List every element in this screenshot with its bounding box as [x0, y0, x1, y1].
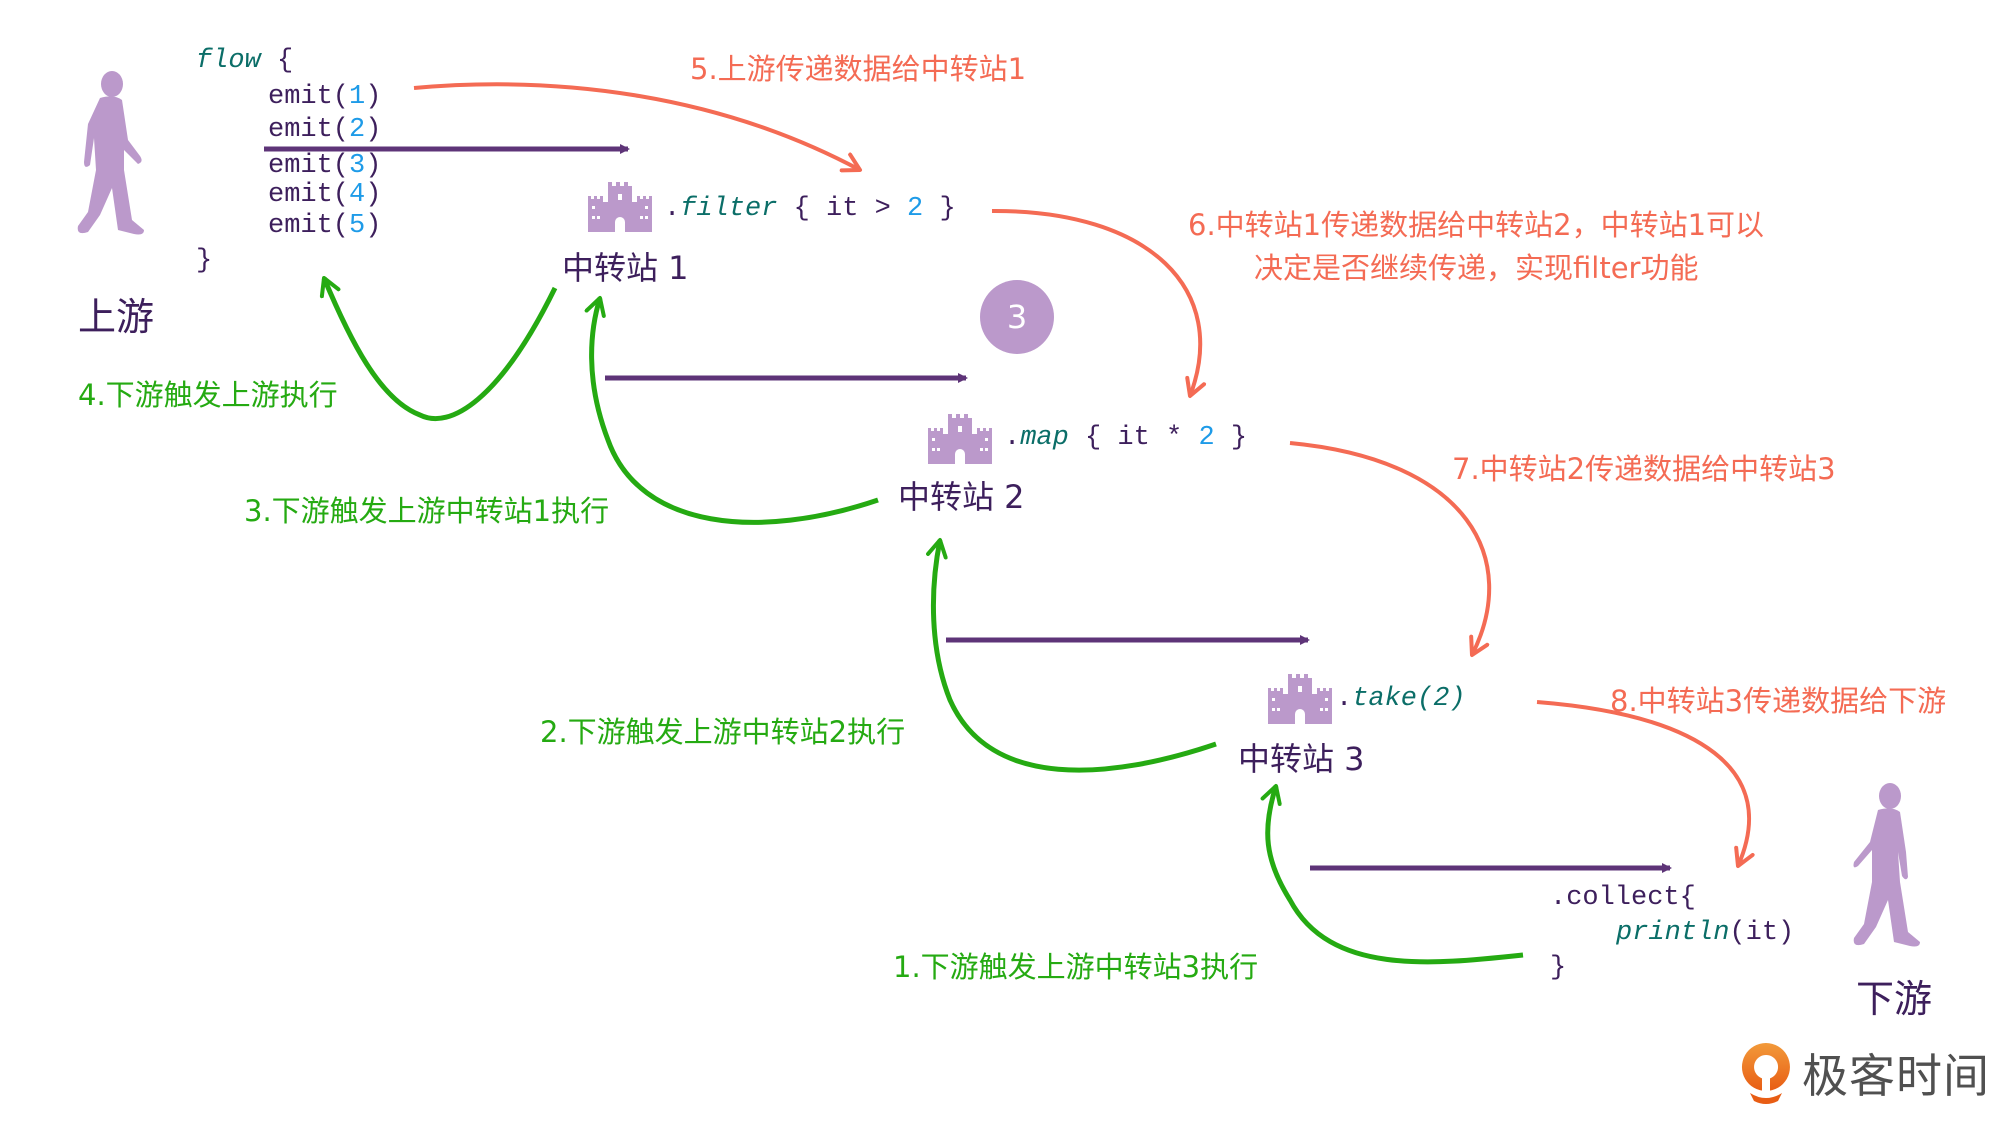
- step-7-label: 7.中转站2传递数据给中转站3: [1452, 452, 1836, 486]
- data-flow-curve-8: [1536, 700, 1755, 868]
- step-3-label: 3.下游触发上游中转站1执行: [244, 494, 610, 528]
- emit-line-2: emit(2): [268, 115, 382, 145]
- downstream-person-icon: [1853, 783, 1920, 947]
- geektime-logo-text: 极客时间: [1802, 1049, 1990, 1103]
- collect-line: .collect{: [1550, 883, 1696, 913]
- upstream-person-icon: [77, 71, 144, 235]
- flow-keyword: flow: [196, 46, 261, 76]
- station-3-operator: .take(2): [1336, 684, 1466, 714]
- castle-icon-station-2: [928, 414, 992, 464]
- step-1-label: 1.下游触发上游中转站3执行: [893, 950, 1259, 984]
- emit-line-1: emit(1): [268, 82, 382, 112]
- trigger-curve-3: [584, 296, 879, 525]
- step-8-label: 8.中转站3传递数据给下游: [1610, 684, 1947, 718]
- geektime-logo: 极客时间: [1740, 1040, 1990, 1106]
- emit-line-3: emit(3): [268, 151, 382, 181]
- step-5-label: 5.上游传递数据给中转站1: [690, 52, 1027, 86]
- flow-open-line: flow {: [196, 46, 293, 76]
- step-2-label: 2.下游触发上游中转站2执行: [540, 715, 906, 749]
- flow-close-brace: }: [196, 246, 213, 276]
- data-flow-curve-5: [413, 82, 862, 173]
- step-6-label-line2: 决定是否继续传递，实现filter功能: [1254, 251, 1699, 285]
- castle-icon-station-1: [588, 182, 652, 232]
- emit-line-4: emit(4): [268, 180, 382, 210]
- step-6-label-line1: 6.中转站1传递数据给中转站2，中转站1可以: [1188, 208, 1765, 242]
- station-3-label: 中转站 3: [1238, 740, 1365, 778]
- station-1-operator: .filter { it > 2 }: [664, 194, 956, 224]
- upstream-label: 上游: [78, 295, 155, 339]
- trigger-curve-2: [926, 538, 1217, 773]
- data-flow-curve-7: [1289, 441, 1492, 657]
- println-line: println(it): [1616, 918, 1795, 948]
- collect-close-brace: }: [1550, 953, 1567, 983]
- data-flow-curve-6: [991, 208, 1207, 398]
- castle-icon-station-3: [1268, 674, 1332, 724]
- trigger-curve-4: [319, 276, 558, 422]
- station-2-label: 中转站 2: [898, 478, 1025, 516]
- trigger-curve-1: [1260, 784, 1524, 965]
- geektime-logo-icon: [1741, 1043, 1790, 1104]
- step-4-label: 4.下游触发上游执行: [78, 378, 338, 412]
- emit-line-5: emit(5): [268, 211, 382, 241]
- station-1-label: 中转站 1: [562, 249, 689, 287]
- station-2-operator: .map { it * 2 }: [1004, 423, 1248, 453]
- step-badge: 3: [980, 280, 1054, 354]
- downstream-label: 下游: [1856, 977, 1933, 1021]
- flow-open-brace: {: [260, 46, 294, 76]
